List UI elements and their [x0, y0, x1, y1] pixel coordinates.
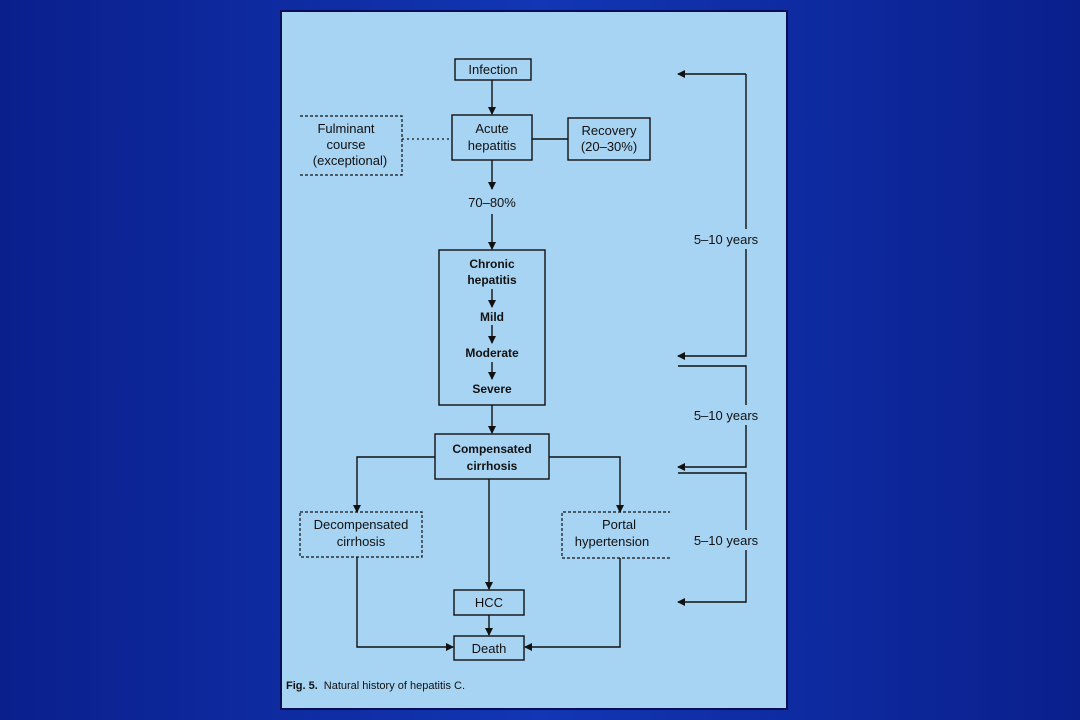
compensated-label-2: cirrhosis: [467, 459, 518, 473]
decompensated-label-2: cirrhosis: [337, 534, 386, 549]
compensated-label-1: Compensated: [452, 442, 531, 456]
timeline-label-bg-1: [680, 229, 772, 249]
death-label: Death: [472, 641, 507, 656]
fulminant-label-2: course: [326, 137, 365, 152]
timeline-label-1: 5–10 years: [694, 232, 759, 247]
acute-label-2: hepatitis: [468, 138, 517, 153]
timeline-label-bg-2: [680, 405, 772, 425]
caption-text: Natural history of hepatitis C.: [324, 680, 465, 692]
arrow-to-decompensated: [353, 456, 435, 513]
portal-label-2: hypertension: [575, 534, 649, 549]
mild-label: Mild: [480, 310, 504, 324]
recovery-label-2: (20–30%): [581, 139, 637, 154]
caption-prefix: Fig. 5.: [286, 680, 318, 692]
timeline-label-2: 5–10 years: [694, 408, 759, 423]
infection-box: [454, 58, 532, 81]
chronic-label-2: hepatitis: [467, 273, 517, 287]
decompensated-cirrhosis-box: [299, 511, 423, 558]
figure-caption: Fig. 5. Natural history of hepatitis C.: [286, 680, 465, 692]
chronic-percent-label: 70–80%: [468, 195, 516, 210]
portal-hypertension-box: [561, 511, 670, 559]
fulminant-box: [300, 115, 403, 176]
infection-label: Infection: [468, 62, 517, 77]
figure-panel: Infection Acute hepatitis Fulminant cour…: [280, 10, 788, 710]
recovery-label-1: Recovery: [582, 123, 637, 138]
decompensated-label-1: Decompensated: [314, 517, 409, 532]
severe-label: Severe: [472, 382, 512, 396]
moderate-label: Moderate: [465, 346, 519, 360]
timeline-label-bg-3: [680, 530, 772, 550]
arrow-portal-death: [524, 558, 621, 651]
timeline-bracket-1: [677, 74, 747, 360]
arrow-to-portal: [549, 456, 624, 513]
fulminant-label-1: Fulminant: [317, 121, 374, 136]
portal-label-1: Portal: [602, 517, 636, 532]
timeline-label-3: 5–10 years: [694, 533, 759, 548]
fulminant-label-3: (exceptional): [313, 153, 387, 168]
hcc-label: HCC: [475, 595, 503, 610]
acute-label-1: Acute: [475, 121, 508, 136]
arrow-decompensated-death: [356, 557, 454, 651]
chronic-label-1: Chronic: [469, 257, 515, 271]
flowchart: Infection Acute hepatitis Fulminant cour…: [286, 58, 772, 692]
